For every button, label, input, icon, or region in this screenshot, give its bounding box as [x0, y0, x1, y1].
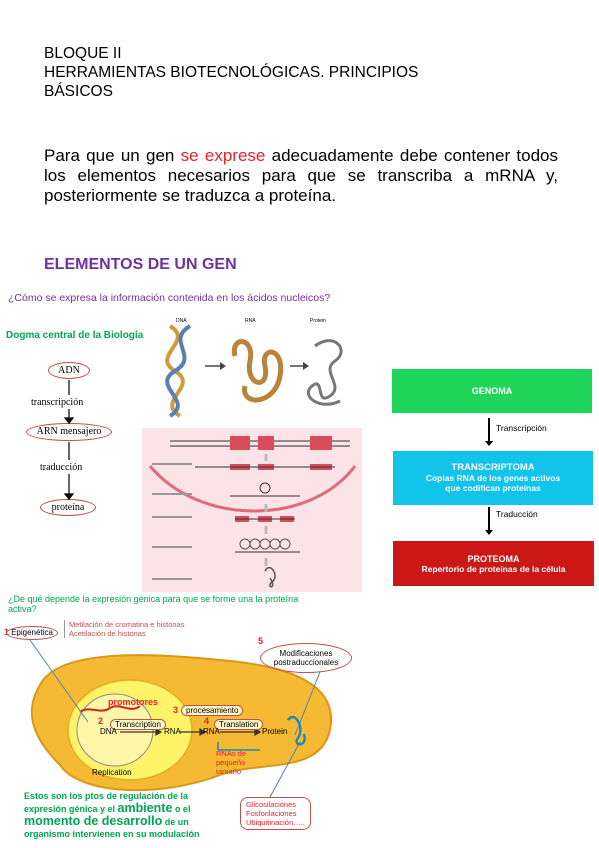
- estos-line-1: Estos son los ptos de regulación de la: [24, 791, 189, 801]
- dogma-traduccion-label: traducción: [40, 462, 83, 473]
- procesamiento-label: procesamiento: [181, 705, 244, 716]
- page-header: BLOQUE II HERRAMIENTAS BIOTECNOLÓGICAS. …: [44, 44, 564, 101]
- gene-expression-figure: DNA RNA Protein: [142, 318, 362, 592]
- intro-paragraph: Para que un gen se exprese adecuadamente…: [44, 146, 558, 206]
- rnas-line-1: RNAs de: [216, 749, 247, 758]
- transcriptoma-sub-2: que codifican proteínas: [445, 483, 541, 493]
- header-line-3: BÁSICOS: [44, 83, 113, 100]
- intro-highlight: se exprese: [180, 146, 266, 165]
- question-1: ¿Cómo se expresa la información contenid…: [8, 292, 331, 304]
- transcripcion-label: Transcripción: [496, 423, 547, 433]
- glic-item-1: Glicosilaciones: [246, 800, 297, 809]
- replication-loop: [76, 693, 154, 767]
- genoma-box: GENOMA: [392, 369, 592, 413]
- transcription-label: Transcription: [110, 719, 166, 730]
- transcriptoma-box: TRANSCRIPTOMA Copias RNA de los genes ac…: [393, 451, 593, 505]
- cell-protein-label: Protein: [262, 727, 288, 736]
- rna-strand-icon: [231, 339, 284, 403]
- dogma-title: Dogma central de la Biología: [6, 330, 144, 341]
- rnas-line-3: tamaño: [216, 767, 242, 776]
- dogma-adn-node: ADN: [48, 362, 90, 379]
- dogma-proteina-node: proteína: [40, 499, 96, 516]
- proteoma-box: PROTEOMA Repertorio de proteínas de la c…: [393, 541, 594, 586]
- intro-after: adecuadamente debe contener todos los el…: [44, 146, 558, 205]
- epigenetic-list: Metilación de cromatina e histonas Aceti…: [64, 620, 184, 638]
- estos-line-3: momento de desarrollo de un: [24, 815, 324, 828]
- promotores-label: promotores: [108, 697, 159, 707]
- epi-item-1: Metilación de cromatina e histonas: [69, 620, 185, 629]
- traduccion-label: Traducción: [496, 509, 538, 519]
- mod-line-1: Modificaciones: [279, 649, 333, 658]
- genoma-label: GENOMA: [471, 386, 513, 396]
- estos-line-2: expresión génica y el ambiente o el: [24, 802, 324, 815]
- postranslational-list: Glicosilaciones Fosforilaciones Ubiquiti…: [240, 797, 311, 830]
- cell-rna-label-1: RNA: [164, 727, 181, 736]
- intro-before: Para que un gen: [44, 146, 181, 165]
- protein-structure-icon: [307, 339, 343, 406]
- estos-line-3b: de un: [162, 817, 189, 827]
- epi-item-2: Acetilación de histonas: [69, 629, 146, 638]
- epigenetica-oval: Epigenética: [6, 626, 58, 640]
- cell-illustration: [30, 654, 333, 792]
- header-line-1: BLOQUE II: [44, 45, 122, 62]
- cell-dna-label: DNA: [100, 727, 117, 736]
- dna-label: DNA: [176, 318, 187, 324]
- estos-line-2a: expresión génica y el: [24, 804, 118, 814]
- modificaciones-oval: Modificaciones postraduccionales: [260, 643, 352, 673]
- transcriptoma-title: TRANSCRIPTOMA: [451, 462, 535, 473]
- section-title: ELEMENTOS DE UN GEN: [44, 256, 237, 273]
- glic-item-2: Fosforilaciones: [246, 809, 297, 818]
- estos-ambiente: ambiente: [117, 801, 173, 815]
- proteoma-title: PROTEOMA: [467, 553, 520, 564]
- cell-rna-label-2: RNA: [203, 727, 220, 736]
- mod-line-2: postraduccionales: [273, 658, 339, 667]
- step-number-5: 5: [258, 636, 264, 646]
- traduccion-arrow: [485, 507, 493, 535]
- estos-line-2c: o el: [172, 804, 191, 814]
- translation-label: Translation: [214, 719, 264, 730]
- question-2-line-1: ¿De qué depende la expresión génica para…: [8, 594, 299, 604]
- transcriptoma-sub-1: Copias RNA de los genes activos: [425, 473, 561, 483]
- step-number-4: 4: [204, 716, 210, 726]
- glic-item-3: Ubiquitinación…..: [246, 818, 305, 827]
- small-rnas-label: RNAs de pequeño tamaño: [216, 749, 246, 776]
- rnas-line-2: pequeño: [216, 758, 246, 767]
- question-2-line-2: activa?: [8, 604, 37, 614]
- step-number-3: 3: [173, 705, 179, 715]
- dogma-transcripcion-label: transcripción: [31, 397, 84, 408]
- transcripcion-arrow: [485, 418, 493, 446]
- rna-label: RNA: [245, 318, 256, 324]
- dna-helix-icon: [165, 324, 192, 418]
- header-line-2: HERRAMIENTAS BIOTECNOLÓGICAS. PRINCIPIOS: [44, 64, 419, 81]
- step-number-2: 2: [98, 716, 104, 726]
- protein-label: Protein: [310, 318, 326, 324]
- question-2: ¿De qué depende la expresión génica para…: [8, 594, 338, 614]
- protein-coil-icon: [286, 715, 306, 746]
- regulation-summary: Estos son los ptos de regulación de la e…: [24, 790, 324, 840]
- proteoma-sub: Repertorio de proteínas de la célula: [421, 563, 566, 574]
- estos-momento: momento de desarrollo: [24, 814, 163, 828]
- estos-line-4: organismo intervienen en su modulación: [24, 829, 200, 839]
- replication-label: Replication: [92, 768, 132, 777]
